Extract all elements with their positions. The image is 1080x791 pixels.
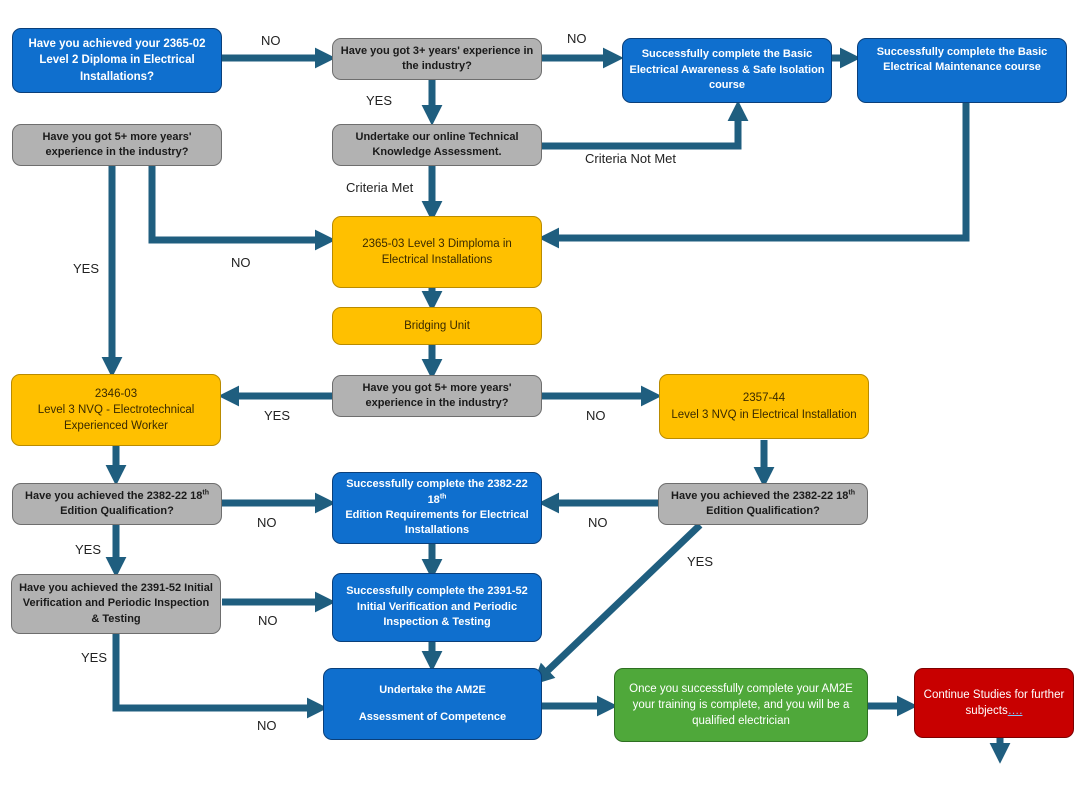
am2e-assessment-line2: Assessment of Competence xyxy=(358,711,507,723)
label-no: NO xyxy=(258,613,278,628)
three-years-experience-question-text: Have you got 3+ years' experience in the… xyxy=(340,44,534,72)
nvq-2346-03-code: 2346-03 xyxy=(94,387,138,400)
inspection-testing-complete-text: Successfully complete the 2391-52 Initia… xyxy=(346,585,528,629)
eighteenth-edition-complete-line2: Edition Requirements for Electrical Inst… xyxy=(345,509,529,537)
level3-diploma: 2365-03 Level 3 Dimploma in Electrical I… xyxy=(332,216,542,288)
inspection-testing-complete: Successfully complete the 2391-52 Initia… xyxy=(332,573,542,642)
eighteenth-edition-complete-line1: Successfully complete the 2382-22 18th xyxy=(339,477,535,508)
nvq-2346-03: 2346-03 Level 3 NVQ - Electrotechnical E… xyxy=(11,374,221,446)
am2e-assessment-line1: Undertake the AM2E xyxy=(379,683,486,696)
qualified-electrician: Once you successfully complete your AM2E… xyxy=(614,668,868,742)
eighteenth-edition-question-left: Have you achieved the 2382-22 18th Editi… xyxy=(12,483,222,525)
arrow-18th-right-yes-to-am2e xyxy=(532,522,703,685)
eighteenth-edition-complete-line1-text: Successfully complete the 2382-22 18 xyxy=(346,478,528,506)
eighteenth-edition-question-left-line1-text: Have you achieved the 2382-22 18 xyxy=(25,489,203,502)
superscript-th: th xyxy=(439,492,447,500)
basic-awareness-course: Successfully complete the Basic Electric… xyxy=(622,38,832,103)
eighteenth-edition-question-left-line1: Have you achieved the 2382-22 18th xyxy=(25,489,209,504)
arrow-inspection-yes-to-am2e xyxy=(112,634,328,719)
eighteenth-edition-question-right: Have you achieved the 2382-22 18th Editi… xyxy=(658,483,868,525)
am2e-assessment: Undertake the AM2E Assessment of Compete… xyxy=(323,668,542,740)
arrow-maintenance-to-diploma xyxy=(538,103,970,249)
qualified-electrician-text: Once you successfully complete your AM2E… xyxy=(629,682,853,728)
technical-knowledge-assessment-text: Undertake our online Technical Knowledge… xyxy=(355,130,519,158)
label-yes: YES xyxy=(264,408,291,423)
nvq-2357-44-code: 2357-44 xyxy=(742,392,786,405)
nvq-2357-44-text: Level 3 NVQ in Electrical Installation xyxy=(671,408,857,421)
basic-maintenance-course: Successfully complete the Basic Electric… xyxy=(857,38,1067,103)
eighteenth-edition-question-right-line1: Have you achieved the 2382-22 18th xyxy=(671,489,855,504)
five-years-experience-question-top-text: Have you got 5+ more years' experience i… xyxy=(42,130,192,158)
five-years-experience-question-mid: Have you got 5+ more years' experience i… xyxy=(332,375,542,417)
label-no: NO xyxy=(586,408,606,423)
label-yes: YES xyxy=(366,93,393,108)
label-no: NO xyxy=(567,31,587,46)
eighteenth-edition-question-left-line2: Edition Qualification? xyxy=(60,505,174,517)
arrow-5years-no-to-diploma xyxy=(148,166,336,251)
label-yes: YES xyxy=(687,554,714,569)
level3-diploma-text: 2365-03 Level 3 Dimploma in Electrical I… xyxy=(362,237,512,266)
label-yes: YES xyxy=(75,542,102,557)
nvq-2346-03-text: Level 3 NVQ - Electrotechnical Experienc… xyxy=(37,403,195,433)
bridging-unit: Bridging Unit xyxy=(332,307,542,345)
label-no: NO xyxy=(231,255,251,270)
basic-maintenance-course-text: Successfully complete the Basic Electric… xyxy=(876,46,1048,74)
five-years-experience-question-top: Have you got 5+ more years' experience i… xyxy=(12,124,222,166)
nvq-2357-44: 2357-44 Level 3 NVQ in Electrical Instal… xyxy=(659,374,869,439)
eighteenth-edition-question-right-line2: Edition Qualification? xyxy=(706,505,820,517)
label-yes: YES xyxy=(81,650,108,665)
level2-diploma-question: Have you achieved your 2365-02 Level 2 D… xyxy=(12,28,222,93)
eighteenth-edition-question-right-line1-text: Have you achieved the 2382-22 18 xyxy=(671,489,849,502)
three-years-experience-question: Have you got 3+ years' experience in the… xyxy=(332,38,542,80)
continue-studies-content: Continue Studies for further subjects…. xyxy=(921,687,1067,719)
label-no: NO xyxy=(261,33,281,48)
arrow-tka-to-awareness xyxy=(542,100,749,150)
eighteenth-edition-complete: Successfully complete the 2382-22 18th E… xyxy=(332,472,542,544)
label-no: NO xyxy=(588,515,608,530)
continue-studies-text: Continue Studies for further subjects xyxy=(923,688,1065,717)
further-subjects-link[interactable]: …. xyxy=(1007,705,1023,717)
label-no: NO xyxy=(257,718,277,733)
inspection-testing-question-text: Have you achieved the 2391-52 Initial Ve… xyxy=(19,581,213,625)
bridging-unit-text: Bridging Unit xyxy=(404,319,470,332)
five-years-experience-question-mid-text: Have you got 5+ more years' experience i… xyxy=(362,381,512,409)
superscript-th: th xyxy=(848,488,855,496)
label-criteria-not-met: Criteria Not Met xyxy=(585,151,677,166)
superscript-th: th xyxy=(202,488,209,496)
continue-studies: Continue Studies for further subjects…. xyxy=(914,668,1074,738)
inspection-testing-question: Have you achieved the 2391-52 Initial Ve… xyxy=(11,574,221,634)
label-no: NO xyxy=(257,515,277,530)
label-yes: YES xyxy=(73,261,100,276)
label-criteria-met: Criteria Met xyxy=(346,180,414,195)
basic-awareness-course-text: Successfully complete the Basic Electric… xyxy=(629,48,825,92)
level2-diploma-question-text: Have you achieved your 2365-02 Level 2 D… xyxy=(28,38,206,83)
technical-knowledge-assessment: Undertake our online Technical Knowledge… xyxy=(332,124,542,166)
